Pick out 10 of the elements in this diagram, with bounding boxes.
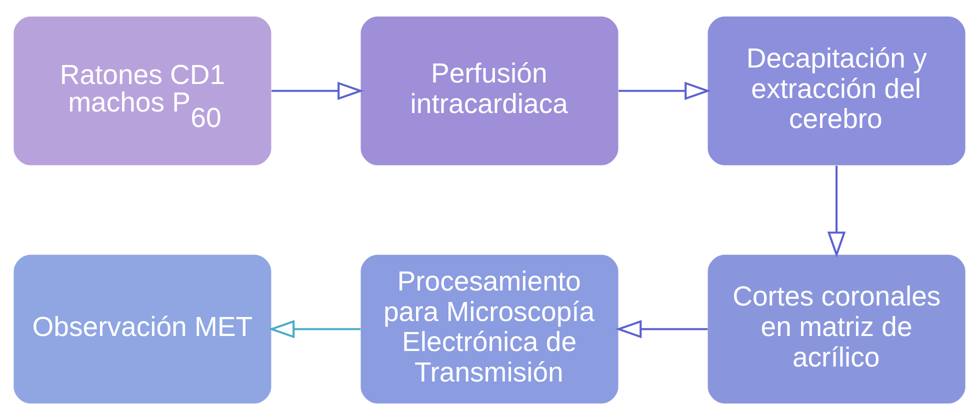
node-box: Procesamiento para Microscopía Electrónica de Transmisión [360,254,618,403]
node-box: Cortes coronales en matriz de acrílico [708,254,966,403]
node-box: Decapitación y extracción del cerebro [708,16,966,165]
node-box: Observación MET [14,254,272,403]
arrow [618,81,711,100]
arrow [268,319,361,338]
node-box: Perfusión intracardiaca [360,16,618,165]
arrow [827,165,846,258]
arrow [615,319,708,338]
arrow [272,81,364,100]
